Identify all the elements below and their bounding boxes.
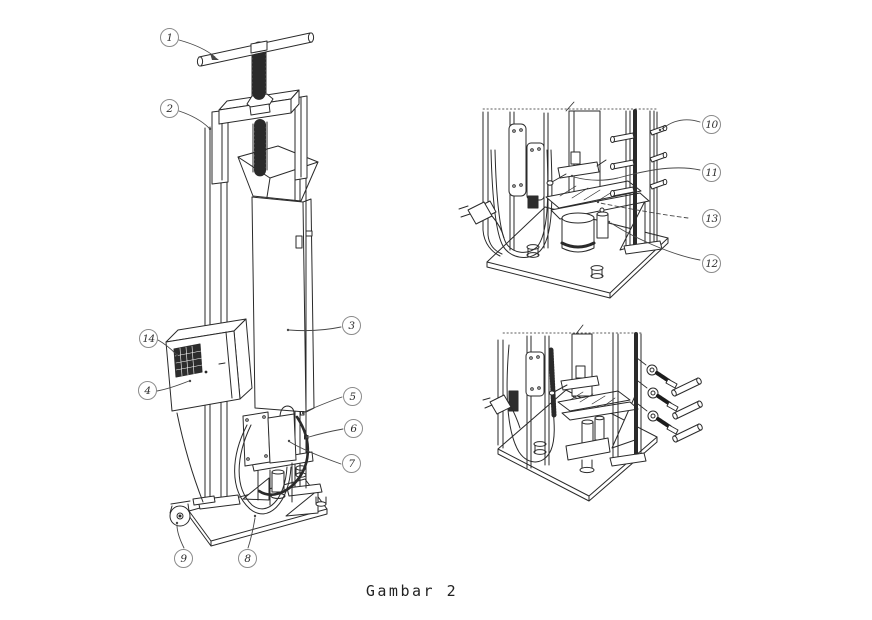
top-frame-yoke bbox=[211, 89, 308, 185]
callout-1: 1 bbox=[160, 28, 179, 47]
locating-pins bbox=[610, 124, 668, 197]
figure-caption: Gambar 2 bbox=[365, 582, 459, 600]
press-column bbox=[251, 196, 315, 413]
callout-10: 10 bbox=[702, 115, 721, 134]
leader-lines-detail bbox=[570, 119, 701, 261]
detail-view-top bbox=[458, 101, 701, 299]
callout-2: 2 bbox=[160, 99, 179, 118]
handle-bar bbox=[196, 32, 315, 67]
lead-screw-lower bbox=[252, 119, 268, 177]
ribbed-hose bbox=[548, 347, 557, 418]
exploded-fasteners bbox=[636, 357, 703, 443]
cord-loop bbox=[506, 344, 555, 463]
power-plug bbox=[458, 200, 505, 239]
power-cord-loop bbox=[490, 149, 553, 258]
callout-12: 12 bbox=[702, 254, 721, 273]
callout-8: 8 bbox=[238, 549, 257, 568]
callout-6: 6 bbox=[344, 419, 363, 438]
callout-5: 5 bbox=[343, 387, 362, 406]
callout-11: 11 bbox=[702, 163, 721, 182]
callout-3: 3 bbox=[342, 316, 361, 335]
leader-lines-main bbox=[156, 39, 344, 549]
callout-7: 7 bbox=[342, 454, 361, 473]
control-box bbox=[165, 318, 253, 412]
clamp bbox=[557, 161, 600, 179]
caster-wheel bbox=[169, 495, 216, 527]
callout-9: 9 bbox=[174, 549, 193, 568]
power-plug bbox=[482, 394, 521, 429]
callout-14: 14 bbox=[139, 329, 158, 348]
jack-assembly bbox=[565, 415, 611, 474]
clamp bbox=[560, 375, 600, 391]
callout-4: 4 bbox=[138, 381, 157, 400]
detail-view-bottom bbox=[482, 324, 703, 502]
platform bbox=[545, 180, 642, 209]
right-column bbox=[609, 332, 647, 467]
callout-13: 13 bbox=[702, 209, 721, 228]
platform bbox=[557, 390, 631, 412]
main-assembly-view bbox=[156, 32, 344, 549]
motor bbox=[560, 207, 609, 253]
